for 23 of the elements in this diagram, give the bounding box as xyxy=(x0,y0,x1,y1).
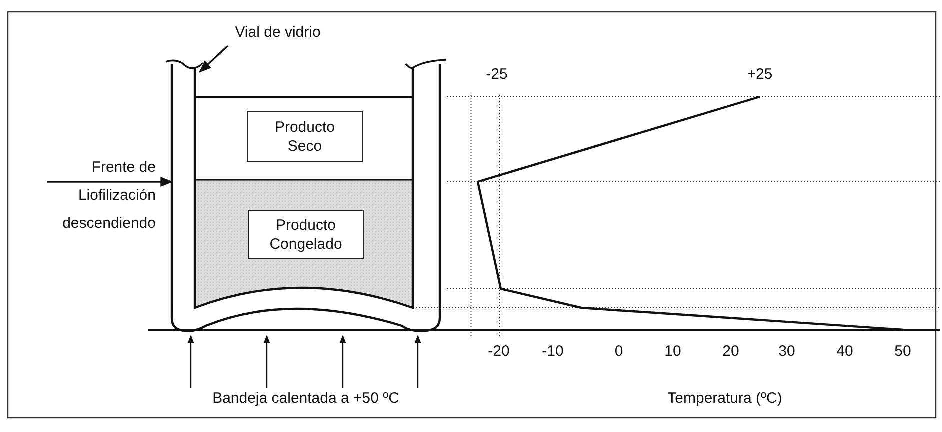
arrow xyxy=(414,335,422,388)
axis-tick-label: -10 xyxy=(541,343,565,361)
arrow xyxy=(47,176,174,188)
axis-tick-label: 50 xyxy=(894,343,912,361)
temperature-label: -25 xyxy=(485,66,509,84)
product-label-box: Producto Seco xyxy=(247,111,363,162)
axis-tick-label: 30 xyxy=(778,343,796,361)
axis-tick-label: -20 xyxy=(487,343,511,361)
glass-vial-drawing xyxy=(165,57,447,335)
arrow xyxy=(340,335,346,388)
temperature-label: +25 xyxy=(746,66,774,84)
arrow xyxy=(188,335,194,388)
product-label-box: Producto Congelado xyxy=(248,210,364,259)
axis-tick-label: 0 xyxy=(614,343,624,361)
axis-tick-label: 40 xyxy=(836,343,854,361)
axis-tick-label: 10 xyxy=(664,343,682,361)
callout-text: Frente de Liofilización descendiendo xyxy=(62,158,156,234)
callout-text: Bandeja calentada a +50 ºC xyxy=(212,390,400,408)
axis-title: Temperatura (ºC) xyxy=(666,390,784,408)
callout-text: Vial de vidrio xyxy=(234,24,322,42)
axis-tick-label: 20 xyxy=(722,343,740,361)
arrow xyxy=(199,45,229,73)
arrow xyxy=(264,335,270,388)
